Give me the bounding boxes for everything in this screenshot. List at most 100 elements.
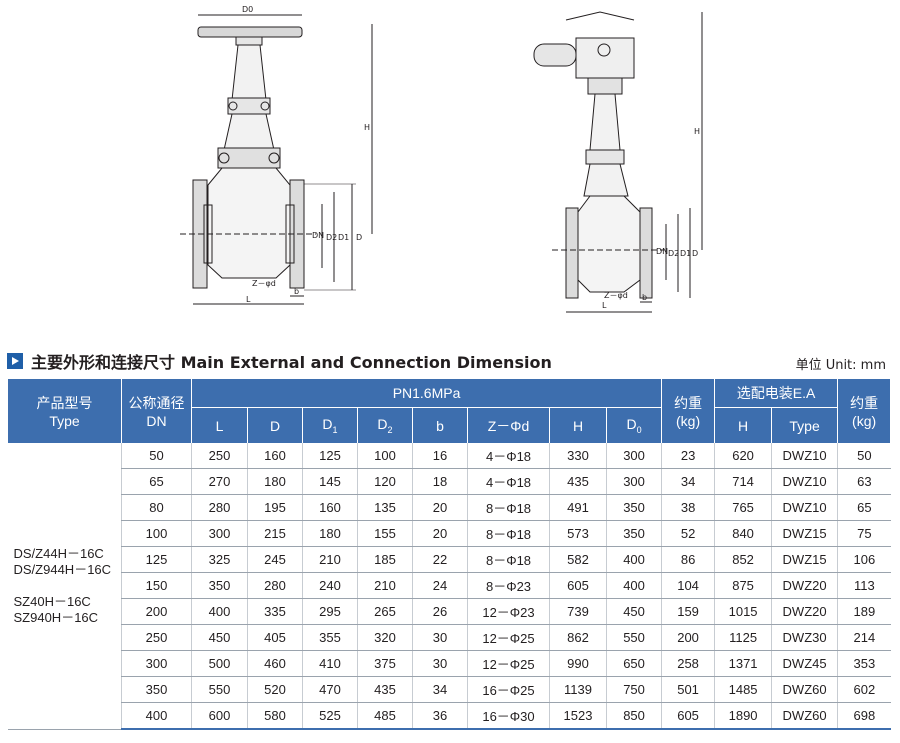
table-cell: 4－Φ18 [467,468,550,495]
table-cell: DWZ10 [771,468,838,495]
table-cell: 405 [247,624,303,651]
header-l: L [191,407,248,443]
table-cell: 750 [605,676,662,703]
table-cell: 155 [357,520,413,547]
table-cell: DWZ20 [771,572,838,599]
table-cell: 36 [412,702,468,730]
table-cell: 350 [191,572,248,599]
table-cell: 470 [302,676,358,703]
table-cell: 582 [549,546,607,573]
table-cell: 714 [714,468,772,495]
table-cell: DWZ15 [771,520,838,547]
table-cell: 600 [191,702,248,730]
header-h: H [549,407,607,443]
table-cell: DWZ15 [771,546,838,573]
header-pn: PN1.6MPa [190,379,663,408]
label-h-manual: H [364,123,370,132]
table-cell: 26 [412,598,468,625]
header-weight: 约重 (kg) [661,379,716,443]
table-cell: 325 [191,546,248,573]
electric-valve-drawing [533,11,703,313]
table-cell: 12－Φ23 [467,598,550,625]
table-cell: 840 [714,520,772,547]
table-cell: 400 [605,572,662,599]
table-cell: 245 [247,546,303,573]
type-name: DS/Z944H－16C [13,561,112,577]
table-cell: 400 [605,546,662,573]
table-cell: 765 [714,494,772,521]
table-cell: 1125 [714,624,772,651]
unit-label: 单位 Unit: mm [795,358,886,373]
label-d0: D0 [242,5,253,14]
table-cell: 330 [549,443,607,469]
table-cell: DWZ60 [771,676,838,703]
table-cell: 214 [837,624,891,651]
header-ea-type: Type [771,407,839,443]
table-cell: 573 [549,520,607,547]
table-cell: 295 [302,598,358,625]
table-cell: 30 [412,650,468,677]
table-cell: 20 [412,520,468,547]
header-dn: 公称通径 DN [121,379,192,443]
table-cell: 150 [121,572,192,599]
table-cell: 195 [247,494,303,521]
table-cell: 16－Φ25 [467,676,550,703]
header-z: Z－Φd [467,407,550,443]
table-cell: 605 [549,572,607,599]
table-cell: 400 [121,702,192,730]
table-cell: 1139 [549,676,607,703]
table-cell: 1015 [714,598,772,625]
table-cell: 125 [302,443,358,469]
table-cell: 265 [357,598,413,625]
table-cell: 145 [302,468,358,495]
label-d-manual: D [356,233,362,242]
label-b-electric: b [642,293,647,302]
table-cell: 80 [121,494,192,521]
table-cell: 189 [837,598,891,625]
section-title: 主要外形和连接尺寸 Main External and Connection D… [31,353,552,372]
table-cell: 180 [302,520,358,547]
label-d1-manual: D1 [338,233,349,242]
table-cell: 200 [121,598,192,625]
table-cell: 852 [714,546,772,573]
table-cell: 650 [605,650,662,677]
label-l-manual: L [246,295,251,304]
table-cell: 1485 [714,676,772,703]
arrow-icon [7,353,23,369]
table-cell: 355 [302,624,358,651]
table-cell: 38 [661,494,715,521]
table-cell: 52 [661,520,715,547]
table-cell: 258 [661,650,715,677]
table-cell: 1523 [549,702,607,730]
table-cell: 435 [357,676,413,703]
table-cell: 215 [247,520,303,547]
label-d-electric: D [692,249,698,258]
manual-valve-drawing [180,14,373,305]
header-d2: D2 [357,407,413,443]
table-cell: 400 [191,598,248,625]
type-name: SZ940H－16C [13,609,99,625]
table-cell: 300 [121,650,192,677]
table-cell: 185 [357,546,413,573]
table-cell: 520 [247,676,303,703]
table-cell: DWZ10 [771,494,838,521]
table-cell: 4－Φ18 [467,443,550,469]
label-bolts-electric: Z－φd [604,291,628,300]
table-cell: 50 [837,443,891,469]
table-cell: 75 [837,520,891,547]
table-cell: 65 [837,494,891,521]
table-cell: 8－Φ18 [467,520,550,547]
table-cell: 125 [121,546,192,573]
table-cell: DWZ10 [771,443,838,469]
table-cell: 990 [549,650,607,677]
header-ea: 选配电装E.A [714,379,839,408]
section-heading: 主要外形和连接尺寸 Main External and Connection D… [7,349,552,373]
table-cell: 550 [191,676,248,703]
table-cell: 160 [247,443,303,469]
